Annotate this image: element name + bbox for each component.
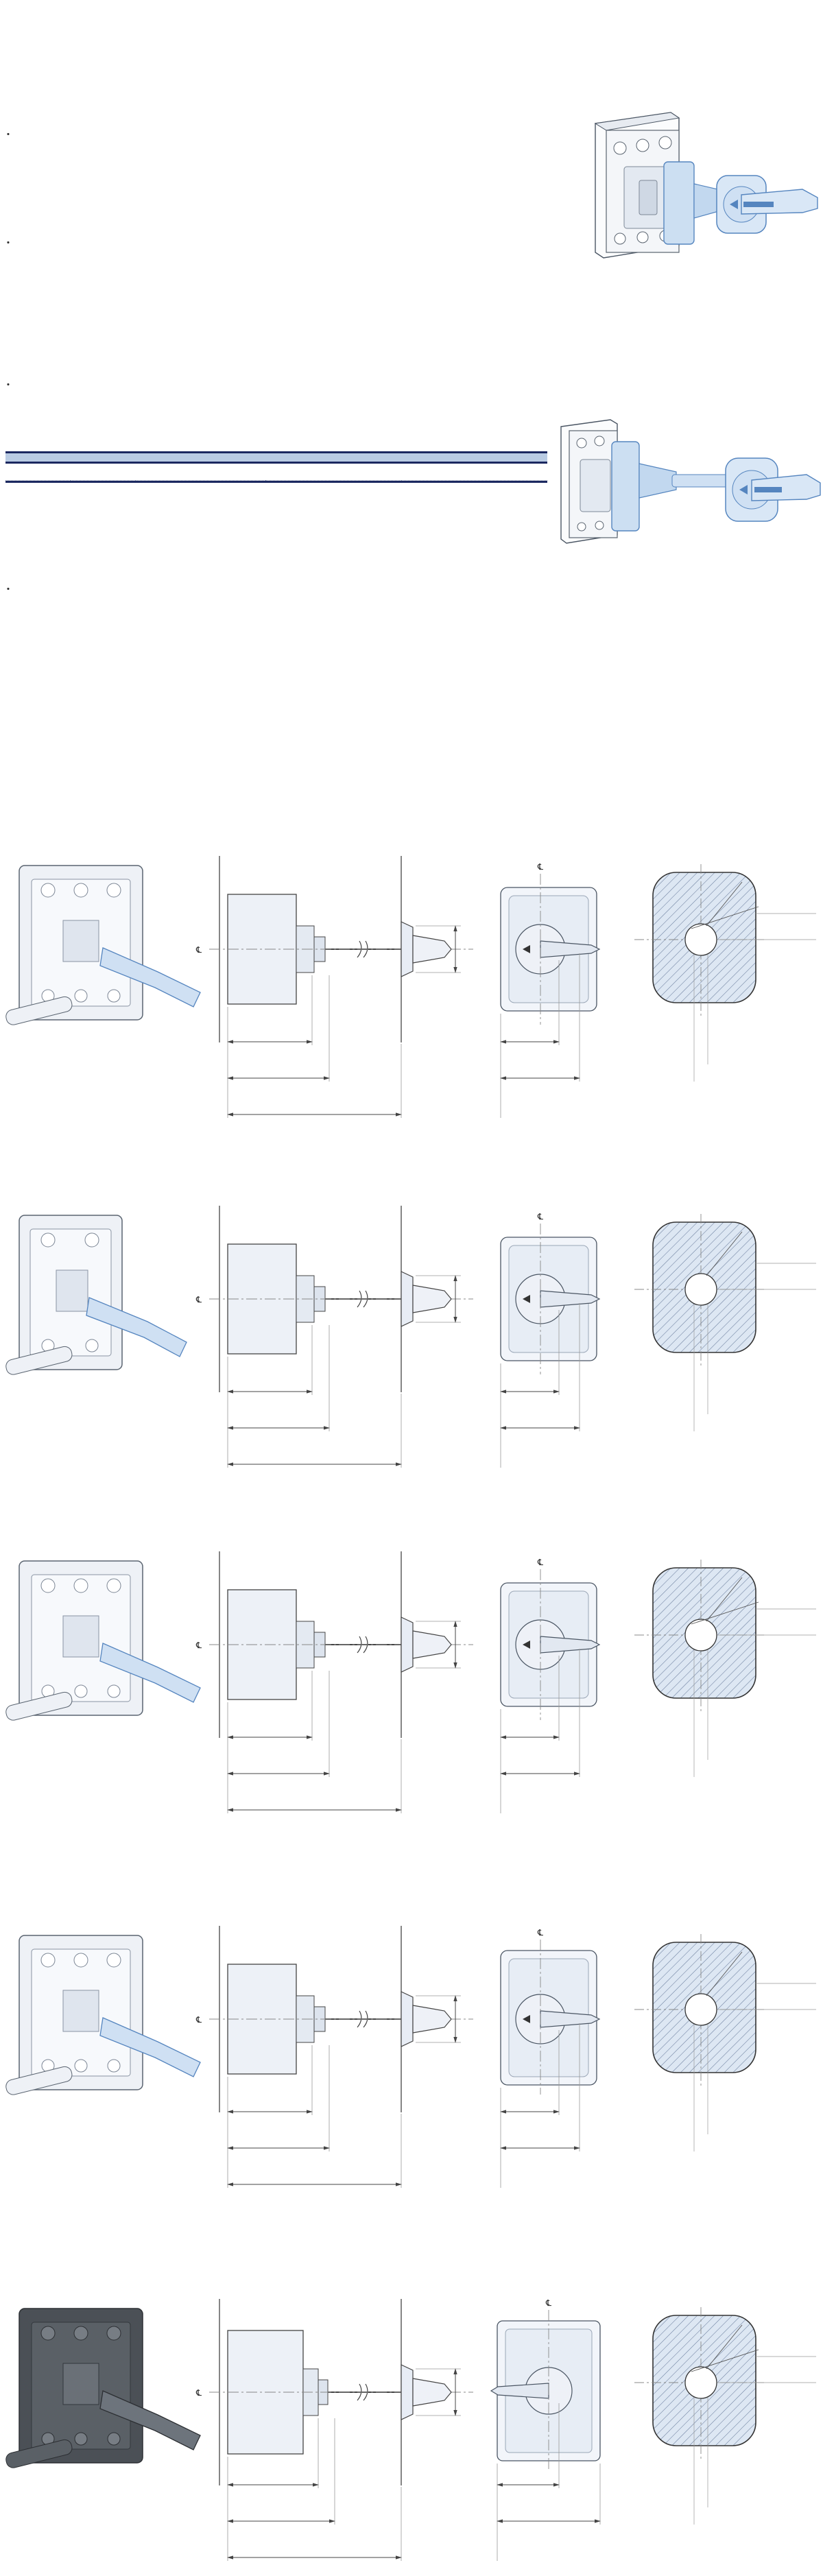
cutout-view	[634, 864, 816, 1082]
centerline-symbol: ℄	[545, 2298, 552, 2308]
cell	[136, 463, 266, 471]
side-dims	[227, 975, 402, 1118]
col-uts150-250	[135, 451, 266, 464]
side-dims	[227, 2418, 402, 2561]
breaker-pictorial	[5, 2308, 201, 2468]
centerline-symbol: ℄	[537, 1928, 544, 1937]
cell	[401, 463, 547, 471]
handle-lever	[99, 947, 201, 1007]
centerline-symbol: ℄	[537, 1558, 544, 1567]
centerline-symbol: ℄	[195, 2015, 202, 2025]
side-view	[209, 1551, 473, 1738]
breaker-pictorial	[5, 865, 201, 1025]
cell	[71, 463, 136, 471]
handle-lever	[99, 1643, 201, 1703]
side-view	[209, 1926, 473, 2112]
cell	[401, 473, 547, 481]
product-image-handle-0c	[560, 419, 821, 544]
centerline-symbol: ℄	[195, 945, 202, 955]
table-row	[5, 463, 547, 471]
product-image-handle-standard	[594, 112, 818, 259]
drawing-3: ℄ ℄	[5, 1551, 816, 1813]
side-dims	[227, 1671, 402, 1813]
handle-mechanism	[663, 161, 818, 245]
cell	[5, 473, 71, 481]
side-dims	[227, 1325, 402, 1468]
table-row	[5, 473, 547, 481]
page-title	[5, 7, 15, 36]
drawing-5: ℄ ℄	[5, 2298, 816, 2561]
side-view	[209, 1206, 473, 1392]
cutout-view	[634, 1934, 816, 2151]
side-dims	[227, 2045, 402, 2188]
cell	[135, 473, 266, 481]
centerline-symbol: ℄	[195, 1295, 202, 1304]
breaker-pictorial	[5, 1560, 201, 1721]
cutout-view	[634, 2307, 816, 2525]
front-view: ℄	[500, 1558, 601, 1813]
table-header-row	[5, 451, 547, 464]
cell	[265, 463, 401, 471]
centerline-symbol: ℄	[195, 2388, 202, 2398]
breaker-pictorial	[5, 1935, 201, 2095]
cell	[5, 463, 71, 471]
centerline-symbol: ℄	[537, 1212, 544, 1221]
drawing-4: ℄ ℄	[5, 1926, 816, 2188]
cell	[70, 473, 136, 481]
cutout-view	[634, 1560, 816, 1777]
centerline-symbol: ℄	[195, 1641, 202, 1650]
col-uts800-1200	[401, 451, 547, 464]
front-view: ℄	[500, 1212, 601, 1468]
handle-lever	[86, 1297, 187, 1357]
handle-mechanism	[611, 441, 821, 532]
handle-lever	[99, 2017, 201, 2077]
drawing-2: ℄ ℄	[5, 1206, 816, 1468]
side-view	[209, 2299, 473, 2485]
col-ute100	[5, 451, 136, 464]
col-uts400-600	[265, 451, 401, 464]
breaker-pictorial	[5, 1215, 187, 1375]
centerline-symbol: ℄	[537, 862, 544, 872]
handle-lever	[99, 2390, 201, 2450]
models-table	[5, 451, 547, 483]
cutout-view	[634, 1214, 816, 1431]
front-view: ℄	[490, 2298, 601, 2561]
front-view: ℄	[500, 1928, 601, 2188]
side-view	[209, 856, 473, 1042]
cell	[265, 473, 401, 481]
drawing-1: ℄ ℄	[5, 856, 816, 1118]
front-view: ℄	[500, 862, 601, 1118]
